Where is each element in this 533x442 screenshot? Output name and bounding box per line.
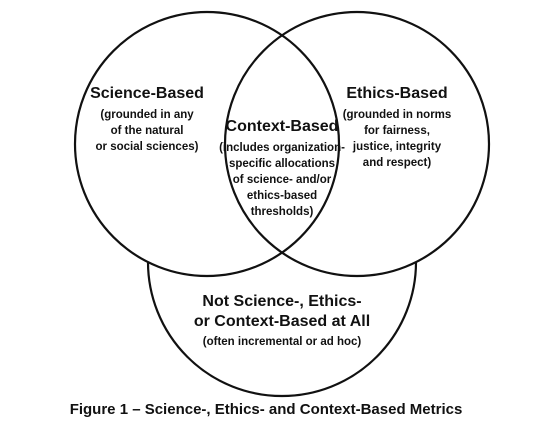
ethics-line-2: for fairness, xyxy=(364,125,430,137)
ethics-title: Ethics-Based xyxy=(346,85,447,102)
ethics-region-text: Ethics-Based (grounded in norms for fair… xyxy=(343,85,452,169)
science-line-1: (grounded in any xyxy=(100,109,194,121)
ethics-line-1: (grounded in norms xyxy=(343,109,452,121)
context-line-1: (includes organization- xyxy=(219,142,345,154)
context-line-4: ethics-based xyxy=(247,190,317,202)
not-based-title-1: Not Science-, Ethics- xyxy=(202,293,361,310)
context-region-text: Context-Based (includes organization- sp… xyxy=(219,118,345,218)
context-title: Context-Based xyxy=(226,118,339,135)
figure-caption: Figure 1 – Science-, Ethics- and Context… xyxy=(70,401,463,418)
not-based-line-1: (often incremental or ad hoc) xyxy=(203,336,362,348)
ethics-circle xyxy=(223,10,491,278)
science-line-3: or social sciences) xyxy=(96,141,199,153)
context-line-3: of science- and/or xyxy=(233,174,332,186)
not-based-region-text: Not Science-, Ethics- or Context-Based a… xyxy=(194,293,370,348)
science-circle xyxy=(73,10,341,278)
not-based-title-2: or Context-Based at All xyxy=(194,313,370,330)
context-line-2: specific allocations xyxy=(229,158,335,170)
ethics-line-3: justice, integrity xyxy=(352,141,442,153)
not-based-region-outline xyxy=(146,261,418,398)
ethics-line-4: and respect) xyxy=(363,157,432,169)
science-title: Science-Based xyxy=(90,85,204,102)
science-region-text: Science-Based (grounded in any of the na… xyxy=(90,85,204,153)
science-line-2: of the natural xyxy=(111,125,184,137)
context-line-5: thresholds) xyxy=(251,206,314,218)
